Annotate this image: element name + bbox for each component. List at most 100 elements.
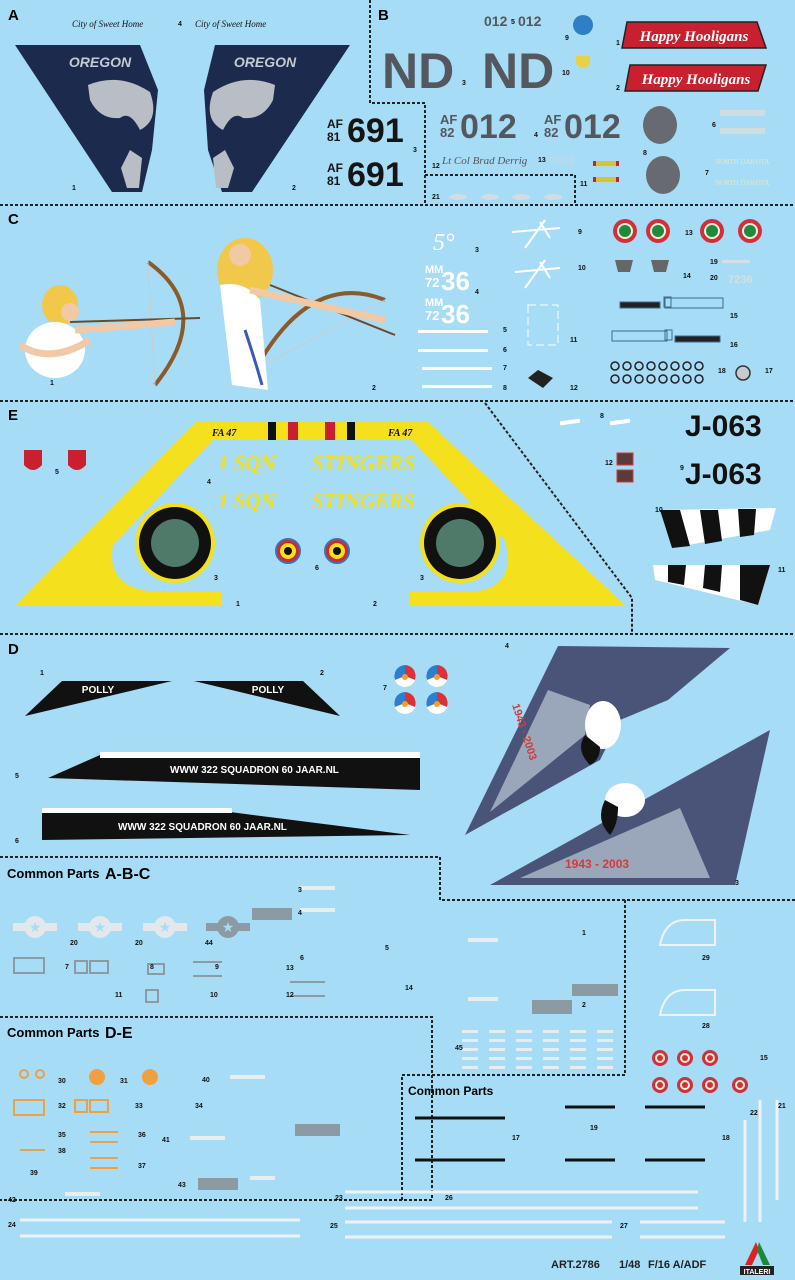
stencil-block — [295, 1124, 340, 1136]
callout-number: 10 — [210, 992, 218, 999]
stencil-mark — [489, 1030, 505, 1033]
web-text: WWW 322 SQUADRON 60 JAAR.NL — [170, 765, 339, 776]
archer-nose-art-2 — [217, 238, 396, 390]
callout-number: 29 — [702, 955, 710, 962]
stencil-mark — [543, 1066, 559, 1069]
callout-number: 1 — [236, 601, 240, 608]
section-e: E FA 47 FA 47 1 SQN STINGERS 1 SQN STING… — [8, 407, 776, 606]
small-roundel — [702, 1050, 718, 1066]
callout-number: 11 — [115, 992, 123, 999]
callout-number: 21 — [432, 194, 440, 201]
stencil-mark — [516, 1039, 532, 1042]
canopy-outlines — [658, 919, 716, 1016]
callout-number: 4 — [475, 289, 479, 296]
callout-number: 17 — [765, 368, 773, 375]
mm-prefix: MM — [425, 297, 443, 309]
callout-number: 4 — [207, 479, 211, 486]
callout-number: 37 — [138, 1163, 146, 1170]
stencil-mark — [543, 1030, 559, 1033]
italian-roundel — [738, 219, 762, 243]
callout-number: 8 — [150, 964, 154, 971]
callout-number: 18 — [718, 368, 726, 375]
dutch-roundel — [394, 692, 416, 714]
callout-number: 42 — [8, 1197, 16, 1204]
callout-number: 13 — [685, 230, 693, 237]
ring-18 — [634, 374, 644, 384]
small-serial-1: 012 — [484, 13, 508, 29]
callout-number: 21 — [778, 1103, 786, 1110]
callout-number: 43 — [178, 1182, 186, 1189]
stencil-mark — [462, 1066, 478, 1069]
callout-number: 7 — [383, 685, 387, 692]
stencil-mark — [570, 1039, 586, 1042]
callout-number: 4 — [505, 643, 509, 650]
callout-number: 20 — [70, 940, 78, 947]
callout-number: 19 — [590, 1125, 598, 1132]
small-rings-18 — [610, 361, 704, 384]
stencil-mark — [597, 1057, 613, 1060]
small-roundel — [677, 1050, 693, 1066]
serial-year: 81 — [327, 130, 341, 144]
callout-number: 6 — [15, 838, 19, 845]
callout-number: 6 — [300, 955, 304, 962]
parrot-fin-decal-3: 1943 - 2003 — [490, 730, 770, 885]
callout-number: 24 — [8, 1222, 16, 1229]
callout-number: 2 — [320, 670, 324, 677]
stencil-mark — [516, 1057, 532, 1060]
polly-text: POLLY — [82, 685, 115, 696]
scale: 1/48 — [619, 1259, 640, 1271]
callout-number: 30 — [58, 1078, 66, 1085]
callout-number: 11 — [778, 567, 786, 574]
callout-number: 2 — [373, 601, 377, 608]
checker-band-11 — [653, 565, 770, 605]
ring-18 — [658, 361, 668, 371]
pilot-name-scripts — [418, 330, 492, 388]
stencil-mark — [570, 1066, 586, 1069]
stencil-mark — [543, 1048, 559, 1051]
stencil-block — [572, 984, 618, 996]
ring-18 — [670, 361, 680, 371]
star-icon: ★ — [94, 921, 107, 936]
dutch-roundel — [394, 665, 416, 687]
stencil-mark — [516, 1030, 532, 1033]
stencil-grid-45 — [462, 1030, 613, 1069]
stencil-mark — [597, 1030, 613, 1033]
callout-number: 7 — [503, 365, 507, 372]
unit-text-small — [720, 128, 765, 134]
star-insignia: ★ — [78, 916, 122, 938]
callout-number: 3 — [420, 575, 424, 582]
tail-code-1: ND — [382, 43, 454, 99]
italeri-logo: ITALERI — [740, 1242, 774, 1276]
callout-number: 9 — [578, 229, 582, 236]
callout-number: 23 — [335, 1195, 343, 1202]
callout-number: 17 — [512, 1135, 520, 1142]
stencil-mark — [570, 1057, 586, 1060]
stingers-badge-2 — [420, 503, 500, 583]
callout-number: 13 — [538, 157, 546, 164]
italian-roundel — [646, 219, 670, 243]
city-script-2: City of Sweet Home — [195, 19, 266, 29]
brand-text: ITALERI — [744, 1269, 771, 1276]
small-roundel — [702, 1077, 718, 1093]
callout-number: 3 — [735, 880, 739, 887]
ring-18 — [682, 374, 692, 384]
common-parts-de: Common Parts D-E — [7, 1025, 340, 1196]
star-insignia: ★ — [143, 916, 187, 938]
oregon-text-1: OREGON — [69, 54, 132, 70]
checker-band-10 — [660, 508, 776, 548]
star-icon: ★ — [159, 921, 172, 936]
common-de-title: Common Parts — [7, 1025, 99, 1040]
ring-18 — [682, 361, 692, 371]
dutch-roundel — [426, 692, 448, 714]
dutch-roundel — [426, 665, 448, 687]
serial-af: AF — [327, 117, 343, 131]
section-label-d: D — [8, 641, 19, 658]
callout-number: 22 — [750, 1110, 758, 1117]
arrow-stencils — [468, 938, 498, 1001]
unit-text-small — [720, 110, 765, 116]
ring-18 — [670, 374, 680, 384]
lightning-emblem-icon — [514, 259, 561, 289]
ring-18 — [694, 374, 704, 384]
squadron-badge-icon — [573, 15, 593, 35]
stencil-mark — [489, 1039, 505, 1042]
